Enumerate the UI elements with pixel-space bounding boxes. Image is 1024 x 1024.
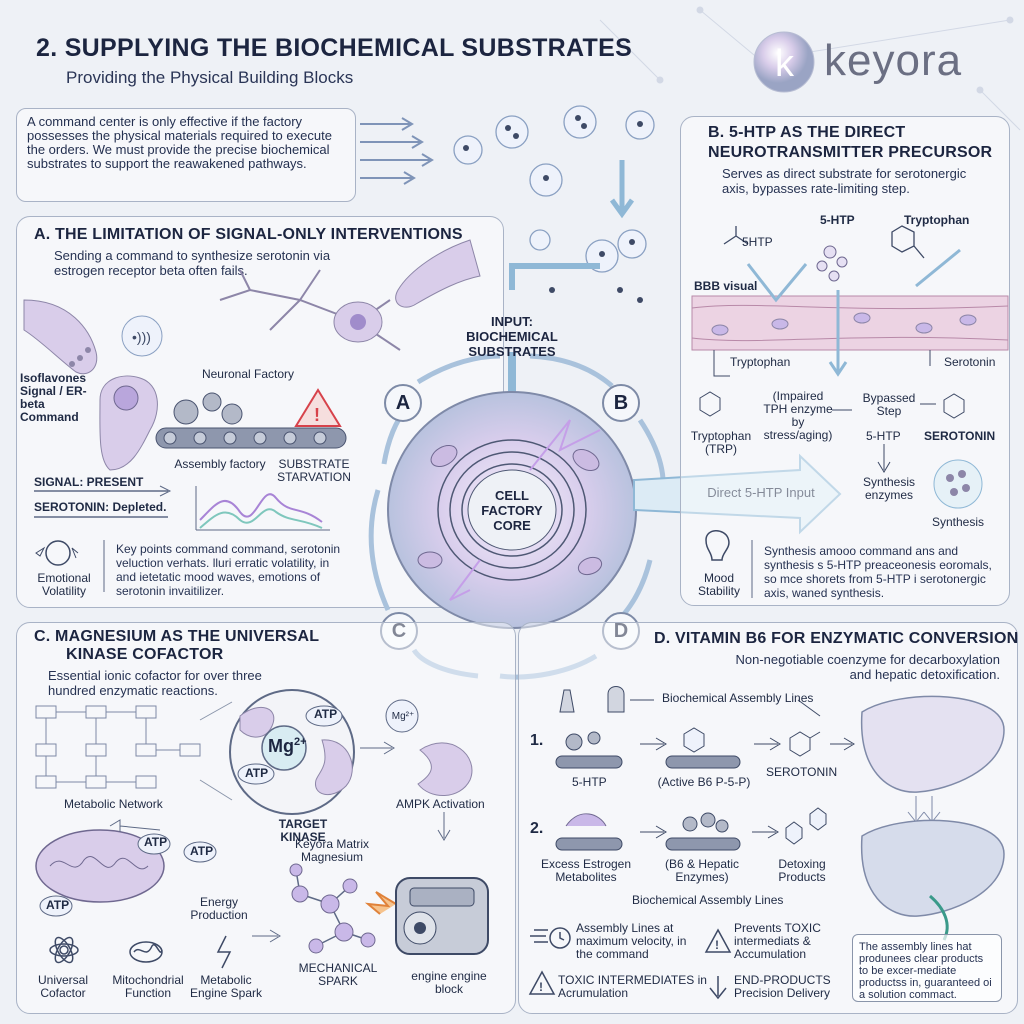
signal-present-label: SIGNAL: PRESENT [34,475,144,489]
panel-a-title: A. THE LIMITATION OF SIGNAL-ONLY INTERVE… [34,226,463,243]
svg-text:•))): •))) [132,329,151,345]
serotonin-mid-label: Serotonin [944,355,996,369]
atp-bottom-label: ATP [245,766,269,780]
mitochondrial-function-label: Mitochondrial Function [112,973,184,1000]
cell-core-label: CELL FACTORY CORE [481,488,543,533]
panel-c-title-1: C. MAGNESIUM AS THE UNIVERSAL [34,628,320,645]
brand-name: keyora [824,36,963,85]
mg-label: Mg2+ [268,736,307,756]
serotonin-caps-label: SEROTONIN [924,429,996,443]
intro-box: A command center is only effective if th… [16,108,356,202]
tryptophan-trp-label: Tryptophan (TRP) [690,429,752,456]
assembly-lines-top-label: Biochemical Assembly Lines [662,691,814,705]
max-velocity-label: Assembly Lines at maximum velocity, in t… [576,921,687,961]
excess-estrogen-label: Excess Estrogen Metabolites [540,857,632,884]
node-d[interactable]: D [602,612,640,650]
line1-serotonin-label: SEROTONIN [766,765,838,779]
panel-b-summary: Synthesis amooo command ans and synthesi… [764,544,992,600]
serotonin-depleted-label: SEROTONIN: Depleted. [34,500,167,514]
active-b6-label: (Active B6 P-5-P) [657,775,751,789]
bypassed-step-label: Bypassed Step [862,391,916,418]
svg-text:!: ! [715,938,719,952]
svg-text:!: ! [539,980,543,994]
assembly-lines-bottom-label: Biochemical Assembly Lines [632,893,784,907]
atp-mito-2: ATP [190,844,214,858]
line1-5htp-label: 5-HTP [572,775,607,789]
universal-cofactor-label: Universal Cofactor [37,973,88,1000]
mechanical-spark-label: MECHANICAL SPARK [298,961,378,988]
keyora-matrix-label: Keyora Matrix Magnesium [294,837,370,864]
keyora-logo-icon: k [753,31,815,93]
intro-text: A command center is only effective if th… [27,114,332,171]
svg-text:k: k [775,43,795,85]
5htp-2-label: 5-HTP [866,429,901,443]
5htp-label: 5-HTP [820,213,855,227]
toxic-intermediates-label: TOXIC INTERMEDIATES in Acrumulation [558,973,707,1000]
metabolic-engine-spark-label: Metabolic Engine Spark [189,973,263,1000]
isoflavones-label: Isoflavones Signal / ER-beta Command [20,371,87,424]
prevents-toxic-label: Prevents TOXIC intermediats & Accumulati… [734,921,821,961]
5htp-small-label: 5HTP [742,235,773,249]
assembly-factory-label: Assembly factory [174,457,266,471]
page-title: 2. SUPPLYING THE BIOCHEMICAL SUBSTRATES [36,34,633,62]
bbb-visual-label: BBB visual [694,279,758,293]
node-a[interactable]: A [384,384,422,422]
svg-text:!: ! [314,405,320,425]
tryptophan-top-label: Tryptophan [904,213,970,227]
impaired-tph-label: (Impaired TPH enzyme by stress/aging) [763,389,833,442]
panel-b-desc: Serves as direct substrate for serotoner… [722,166,967,196]
mg-small-label: Mg²⁺ [391,711,415,722]
panel-a-desc: Sending a command to synthesize serotoni… [54,248,331,278]
step-1-label: 1. [530,732,544,749]
mood-stability-label: Mood Stability [697,571,741,598]
node-b[interactable]: B [602,384,640,422]
end-products-label: END-PRODUCTS Precision Delivery [734,973,831,1000]
panel-d-title: D. VITAMIN B6 FOR ENZYMATIC CONVERSION [654,630,1019,647]
panel-c-desc: Essential ionic cofactor for over three … [48,668,262,698]
synthesis-label: Synthesis [931,515,985,529]
panel-b-title-1: B. 5-HTP AS THE DIRECT [708,124,906,141]
ampk-activation-label: AMPK Activation [396,797,485,811]
direct-5htp-label: Direct 5-HTP Input [707,485,815,500]
panel-c-title-2: KINASE COFACTOR [66,646,224,663]
engine-block-label: engine engine block [411,969,487,996]
b6-hepatic-label: (B6 & Hepatic Enzymes) [664,857,740,884]
assembly-note: The assembly lines hat produnees clear p… [852,934,1002,1002]
atp-mito-3: ATP [46,898,70,912]
node-c[interactable]: C [380,612,418,650]
tryptophan-mid-label: Tryptophan [730,355,791,369]
panel-b-title-2: NEUROTRANSMITTER PRECURSOR [708,144,993,161]
page-subtitle: Providing the Physical Building Blocks [66,68,354,87]
energy-production-label: Energy Production [190,895,248,922]
substrate-starvation-label: SUBSTRATE STARVATION [277,457,351,484]
emotional-volatility-label: Emotional Volatility [37,571,91,598]
input-label: INPUT: BIOCHEMICAL SUBSTRATES [466,314,558,359]
atp-top-label: ATP [314,707,338,721]
metabolic-network-label: Metabolic Network [64,797,163,811]
detoxing-products-label: Detoxing Products [778,857,826,884]
panel-b [680,116,1010,606]
synthesis-enzymes-label: Synthesis enzymes [862,475,916,502]
panel-d-desc: Non-negotiable coenzyme for decarboxylat… [735,652,1001,682]
target-kinase-label: TARGET KINASE [278,817,328,844]
panel-a-key-points: Key points command command, serotonin ve… [116,542,341,598]
atp-mito-1: ATP [144,835,168,849]
neuronal-factory-label: Neuronal Factory [201,367,295,381]
step-2-label: 2. [530,820,544,837]
